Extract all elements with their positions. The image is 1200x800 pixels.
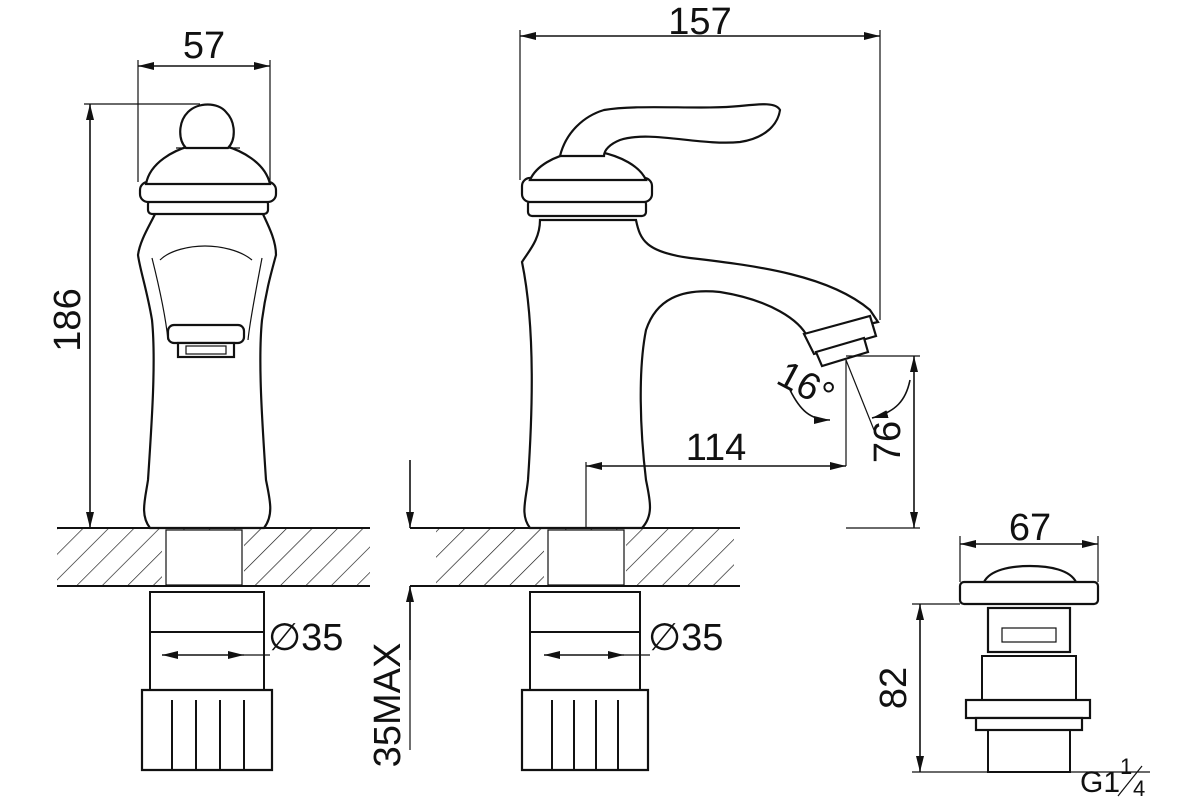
dimension-drain-width: 67 bbox=[959, 507, 1099, 582]
countertop-section-right bbox=[410, 527, 740, 587]
countertop-section-left bbox=[57, 527, 370, 587]
dimension-max-deck-thickness: 35MAX bbox=[367, 460, 414, 768]
drain-body bbox=[958, 564, 1100, 773]
dimension-handle-width: 57 bbox=[137, 25, 271, 182]
drain-view: 67 82 G1 1 4 bbox=[873, 507, 1150, 800]
dimension-spout-height: 76 bbox=[846, 355, 920, 529]
dimension-drain-height: 82 bbox=[873, 603, 988, 773]
label-shank-diameter-left: ∅35 bbox=[268, 617, 343, 659]
label-overall-height: 186 bbox=[47, 288, 89, 351]
label-thread-numerator: 1 bbox=[1120, 754, 1132, 779]
shank-right bbox=[520, 591, 650, 772]
dimension-drain-thread: G1 1 4 bbox=[1070, 754, 1150, 800]
label-shank-diameter-right: ∅35 bbox=[648, 617, 723, 659]
dimension-shank-diameter-left: ∅35 bbox=[162, 617, 343, 659]
label-spout-height: 76 bbox=[867, 421, 909, 463]
side-view: 157 114 76 16° ∅35 bbox=[367, 1, 920, 772]
label-thread-denominator: 4 bbox=[1133, 776, 1145, 800]
label-spout-reach: 114 bbox=[686, 427, 747, 469]
dimension-overall-length: 157 bbox=[519, 1, 881, 320]
label-handle-width: 57 bbox=[183, 25, 225, 67]
label-overall-length: 157 bbox=[668, 1, 731, 43]
faucet-side-body bbox=[520, 103, 880, 530]
dimension-shank-diameter-right: ∅35 bbox=[544, 617, 723, 659]
label-drain-width: 67 bbox=[1009, 507, 1051, 549]
label-max-deck-thickness: 35MAX bbox=[367, 643, 409, 768]
label-drain-height: 82 bbox=[873, 667, 915, 709]
faucet-front-body bbox=[136, 103, 278, 530]
dimension-overall-height: 186 bbox=[47, 103, 200, 529]
shank-left bbox=[140, 591, 274, 772]
front-view: 57 186 ∅35 bbox=[47, 25, 370, 772]
dimension-spout-reach: 114 bbox=[585, 427, 846, 528]
label-drain-thread: G1 bbox=[1080, 766, 1120, 799]
